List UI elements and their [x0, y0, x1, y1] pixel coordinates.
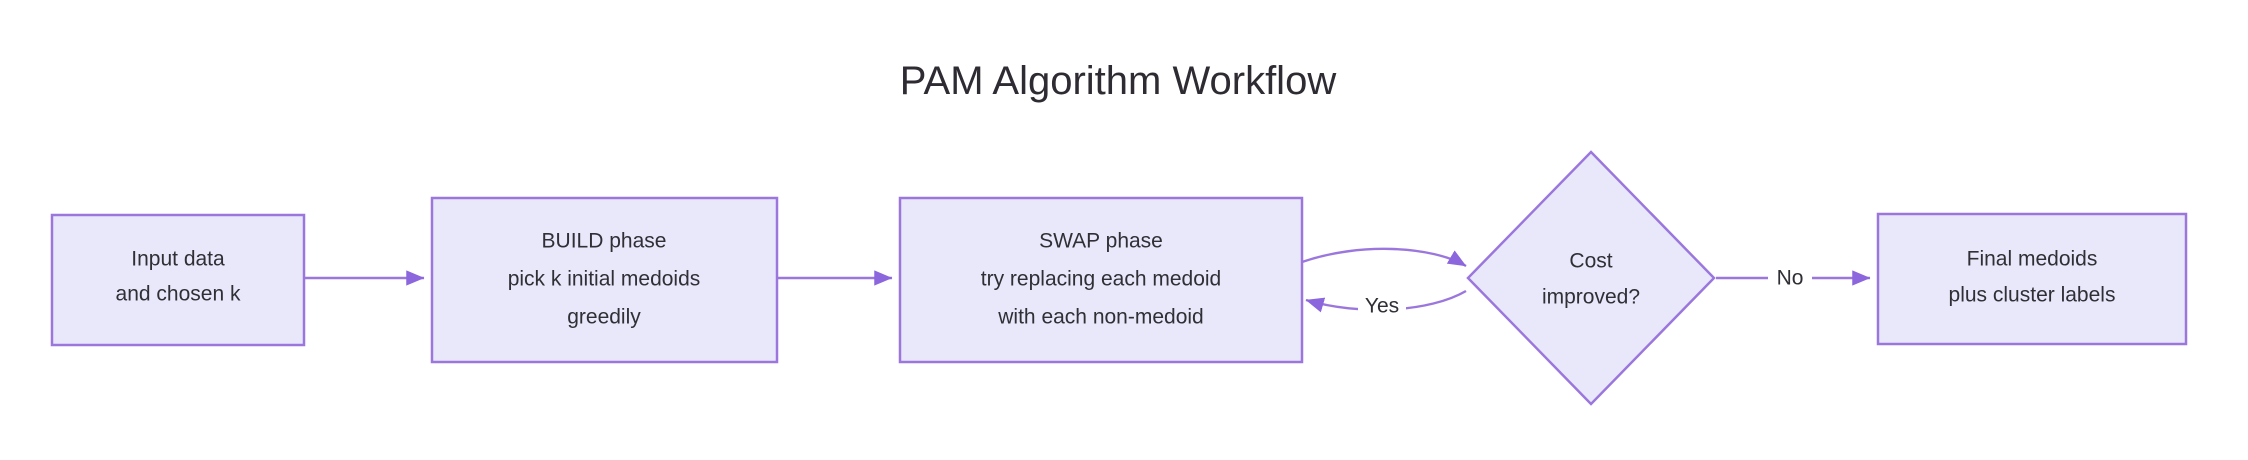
node-swap-phase-line-2: try replacing each medoid [981, 268, 1221, 291]
page-title: PAM Algorithm Workflow [900, 59, 1337, 103]
node-input-data-shape[interactable] [50, 213, 306, 347]
edge-label-no: No [1777, 267, 1804, 290]
node-cost-improved-decision[interactable]: Cost improved? [1466, 150, 1716, 406]
node-input-data[interactable]: Input data and chosen k [50, 213, 306, 347]
node-build-phase-shape[interactable] [430, 196, 779, 364]
edge-label-layer: Yes No [1358, 265, 1812, 319]
node-input-data-line-1: Input data [131, 248, 225, 271]
node-final-output-shape[interactable] [1876, 212, 2188, 346]
node-final-output-line-2: plus cluster labels [1949, 284, 2116, 307]
edge-label-yes: Yes [1365, 295, 1399, 318]
node-cost-improved-line-1: Cost [1569, 250, 1612, 273]
node-swap-phase[interactable]: SWAP phase try replacing each medoid wit… [898, 196, 1304, 364]
node-final-output[interactable]: Final medoids plus cluster labels [1876, 212, 2188, 346]
node-build-phase-line-2: pick k initial medoids [508, 268, 701, 291]
no-label-backdrop [1768, 265, 1812, 291]
node-final-output-line-1: Final medoids [1967, 248, 2098, 271]
yes-label-backdrop [1358, 293, 1406, 319]
node-cost-improved-line-2: improved? [1542, 286, 1640, 309]
node-build-phase[interactable]: BUILD phase pick k initial medoids greed… [430, 196, 779, 364]
node-swap-phase-line-3: with each non-medoid [997, 306, 1203, 329]
edge-swap-to-decision [1301, 247, 1467, 268]
node-build-phase-line-3: greedily [567, 306, 641, 329]
node-build-phase-line-1: BUILD phase [542, 230, 667, 253]
node-cost-improved-shape[interactable] [1466, 150, 1716, 406]
node-swap-phase-line-1: SWAP phase [1039, 230, 1163, 253]
node-input-data-line-2: and chosen k [116, 283, 241, 306]
node-swap-phase-shape[interactable] [898, 196, 1304, 364]
